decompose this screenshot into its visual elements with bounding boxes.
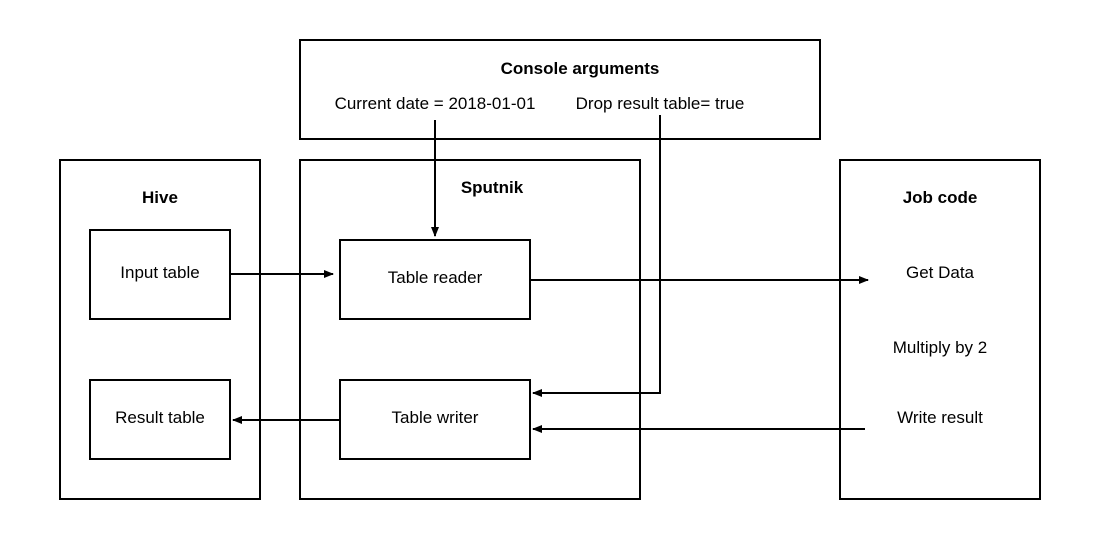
console-arguments-title: Console arguments	[501, 59, 660, 78]
table-writer-label: Table writer	[392, 408, 479, 427]
write-result-step: Write result	[897, 408, 983, 427]
hive-title: Hive	[142, 188, 178, 207]
table-writer-node: Table writer	[339, 379, 531, 460]
input-table-label: Input table	[120, 263, 199, 282]
result-table-label: Result table	[115, 408, 205, 427]
result-table-node: Result table	[89, 379, 231, 460]
get-data-step: Get Data	[906, 263, 975, 282]
current-date-argument: Current date = 2018-01-01	[335, 94, 536, 113]
drop-result-table-argument: Drop result table= true	[576, 94, 745, 113]
table-reader-node: Table reader	[339, 239, 531, 320]
job-code-box: Job code Get Data Multiply by 2 Write re…	[839, 159, 1041, 500]
job-code-title: Job code	[903, 188, 978, 207]
sputnik-title: Sputnik	[461, 178, 524, 197]
table-reader-label: Table reader	[388, 268, 483, 287]
drop-flag-to-writer-arrow	[532, 115, 661, 397]
input-table-node: Input table	[89, 229, 231, 320]
multiply-step: Multiply by 2	[893, 338, 987, 357]
console-arguments-box: Console arguments Current date = 2018-01…	[299, 39, 821, 140]
